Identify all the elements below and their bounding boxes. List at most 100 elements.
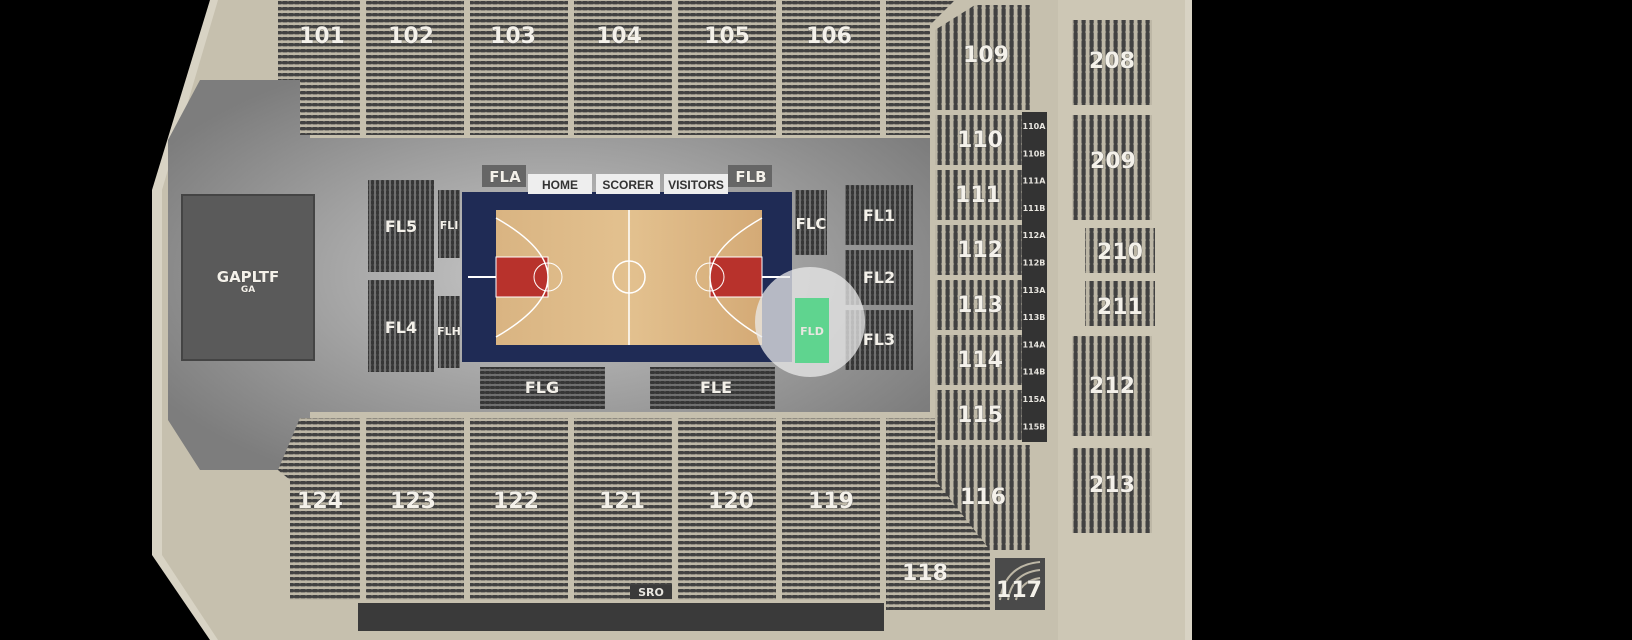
box-label-114a: 114A — [1023, 340, 1047, 349]
section-121[interactable] — [574, 418, 672, 600]
paint-left — [495, 256, 549, 298]
home-label: HOME — [542, 178, 578, 192]
section-label-fl5: FL5 — [385, 217, 417, 236]
section-fl1[interactable] — [845, 185, 913, 245]
section-113[interactable] — [935, 280, 1030, 330]
section-gapltf[interactable] — [181, 194, 315, 361]
section-fld-label: FLD — [800, 325, 824, 338]
scorer-label: SCORER — [602, 178, 654, 192]
paint-right — [709, 256, 763, 298]
section-fl5[interactable] — [368, 180, 434, 272]
section-116[interactable] — [935, 445, 1030, 550]
section-label-flc: FLC — [796, 215, 827, 233]
section-label-110: 110 — [957, 128, 1003, 153]
sro-label: SRO — [638, 586, 664, 599]
section-103[interactable] — [470, 0, 568, 135]
section-label-116: 116 — [960, 485, 1006, 510]
section-fli[interactable] — [438, 190, 460, 258]
section-101[interactable] — [278, 0, 360, 135]
box-label-111b: 111B — [1023, 204, 1046, 213]
section-label-122: 122 — [493, 489, 539, 514]
gapltf-label: GAPLTF — [217, 268, 279, 286]
section-115[interactable] — [935, 390, 1030, 440]
section-label-113: 113 — [957, 293, 1003, 318]
section-109[interactable] — [935, 5, 1030, 110]
section-111[interactable] — [935, 170, 1030, 220]
section-102[interactable] — [366, 0, 464, 135]
section-118[interactable] — [886, 418, 990, 610]
section-110[interactable] — [935, 115, 1030, 165]
section-114[interactable] — [935, 335, 1030, 385]
ga-sublabel: GA — [241, 285, 255, 295]
box-label-114b: 114B — [1023, 368, 1046, 377]
scorer-table: HOME SCORER VISITORS — [528, 174, 728, 194]
section-211[interactable] — [1085, 281, 1155, 326]
section-124[interactable] — [278, 418, 360, 600]
upper-bowl — [278, 0, 955, 135]
section-fl4[interactable] — [368, 280, 434, 372]
section-117-rows — [999, 561, 1041, 601]
box-label-112b: 112B — [1023, 259, 1046, 268]
section-label-fl4: FL4 — [385, 318, 417, 337]
section-label-213: 213 — [1089, 473, 1135, 498]
section-104[interactable] — [574, 0, 672, 135]
box-column — [1022, 112, 1047, 442]
section-label-117: 117 — [996, 578, 1042, 603]
section-209[interactable] — [1072, 115, 1152, 220]
bottom-box-row — [358, 603, 884, 631]
section-112[interactable] — [935, 225, 1030, 275]
section-label-fl3: FL3 — [863, 330, 895, 349]
section-label-103: 103 — [490, 24, 536, 49]
box-label-115a: 115A — [1023, 395, 1047, 404]
section-label-fl1: FL1 — [863, 206, 895, 225]
section-122[interactable] — [470, 418, 568, 600]
section-flb[interactable] — [728, 165, 772, 187]
center-circle — [612, 260, 646, 294]
arc-right — [709, 217, 763, 338]
section-123[interactable] — [366, 418, 464, 600]
section-label-124: 124 — [297, 489, 343, 514]
visitors-label: VISITORS — [668, 178, 724, 192]
home-bench — [528, 174, 592, 194]
section-210[interactable] — [1085, 228, 1155, 273]
section-label-fli: FLI — [440, 219, 459, 232]
ft-circle-right — [695, 262, 725, 292]
section-flc[interactable] — [795, 190, 827, 255]
ft-circle-left — [533, 262, 563, 292]
basketball-court — [462, 192, 792, 362]
section-flg[interactable] — [480, 367, 605, 409]
box-label-113a: 113A — [1023, 286, 1047, 295]
section-107-ramp[interactable] — [886, 0, 955, 135]
section-label-118: 118 — [902, 561, 948, 586]
section-label-115: 115 — [957, 403, 1003, 428]
section-120[interactable] — [678, 418, 776, 600]
section-212[interactable] — [1072, 336, 1152, 436]
scorer-bench — [596, 174, 660, 194]
section-label-111: 111 — [955, 183, 1001, 208]
visitors-bench — [664, 174, 728, 194]
section-label-flh: FLH — [437, 325, 461, 338]
section-105[interactable] — [678, 0, 776, 135]
section-208[interactable] — [1072, 20, 1152, 105]
section-label-105: 105 — [704, 24, 750, 49]
section-label-fla: FLA — [489, 168, 521, 186]
section-fld-selected[interactable] — [795, 298, 829, 363]
section-fla[interactable] — [482, 165, 526, 187]
section-119[interactable] — [782, 418, 880, 600]
section-label-212: 212 — [1089, 374, 1135, 399]
section-flh[interactable] — [438, 296, 460, 368]
section-213[interactable] — [1072, 448, 1152, 533]
balcony-sections — [1072, 20, 1155, 533]
section-label-106: 106 — [806, 24, 852, 49]
box-label-115b: 115B — [1023, 422, 1046, 431]
section-106[interactable] — [782, 0, 880, 135]
section-label-flg: FLG — [525, 378, 559, 397]
section-label-208: 208 — [1089, 49, 1135, 74]
section-label-114: 114 — [957, 348, 1003, 373]
section-label-109: 109 — [963, 43, 1009, 68]
box-label-110a: 110A — [1023, 122, 1047, 131]
section-label-101: 101 — [299, 24, 345, 49]
section-fle[interactable] — [650, 367, 775, 409]
side-bowl — [935, 5, 1045, 610]
